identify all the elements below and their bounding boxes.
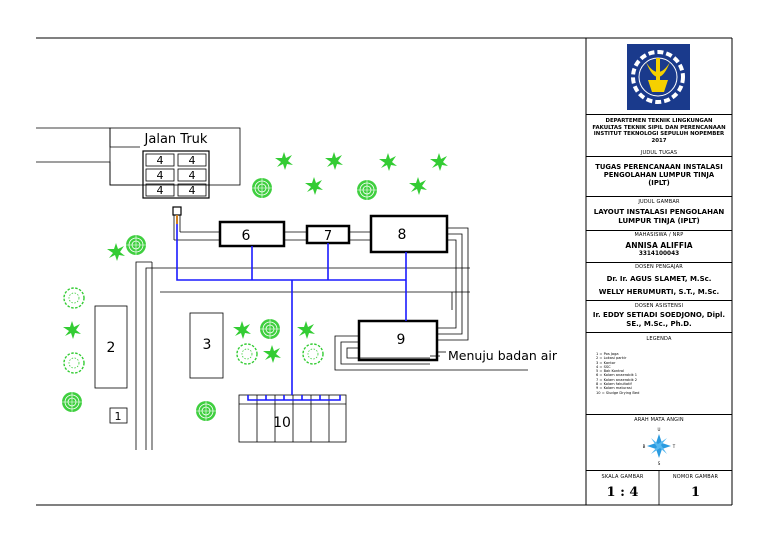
legend-item: 1 = Pos Jaga (596, 352, 619, 356)
outlet-label: Menuju badan air (448, 348, 558, 363)
process-piping (135, 227, 528, 450)
compass-icon: U S T B (643, 427, 676, 466)
tb-line (586, 332, 732, 333)
legend-item: 7 = Kolam anaerobik 2 (596, 377, 638, 382)
unit-10-sludge-drying-bed (238, 394, 347, 443)
task-title-header: JUDUL TUGAS (640, 150, 678, 156)
wind-header: ARAH MATA ANGIN (634, 417, 684, 423)
truck-bays: 4 4 4 4 4 4 (142, 150, 210, 199)
truck-road-area (109, 127, 241, 186)
unit-9-label: 9 (397, 332, 406, 348)
lecturer-2: WELLY HERUMURTI, S.T., M.Sc. (598, 288, 720, 296)
lecturer-1: Dr. Ir. AGUS SLAMET, M.Sc. (606, 275, 712, 283)
unit-6-label: 6 (242, 228, 251, 244)
sheet-number-header: NOMOR GAMBAR (672, 474, 719, 480)
legend-item: 3 = Kantor (596, 360, 616, 365)
unit-1-guard-post (109, 407, 128, 424)
tb-line (586, 230, 732, 231)
tb-line (586, 470, 732, 471)
tb-line (586, 300, 732, 301)
unit-8-label: 8 (398, 227, 407, 243)
truck-bay-label: 4 (189, 184, 196, 197)
unit-6-anaerobic-pond-1 (218, 220, 286, 248)
legend-item: 8 = Kolam fakultatif (596, 382, 632, 387)
student-header: MAHASISWA / NRP (634, 232, 684, 238)
scale-value: 1 : 4 (606, 485, 639, 500)
legend-list: 1 = Pos Jaga 2 = Lokasi parkir 3 = Kanto… (596, 352, 639, 395)
unit-2-label: 2 (107, 340, 116, 356)
lecturer-header: DOSEN PENGAJAR (635, 264, 683, 270)
road-label: Jalan Truk (144, 132, 208, 147)
drawing-title-header: JUDUL GAMBAR (638, 199, 680, 205)
unit-3-label: 3 (203, 337, 212, 353)
legend-header: LEGENDA (646, 336, 672, 342)
legend-item: 5 = Bak Kontrol (596, 369, 625, 374)
control-box (172, 206, 182, 216)
unit-1-label: 1 (115, 410, 122, 423)
truck-bay-label: 4 (157, 169, 164, 182)
sheet-number-value: 1 (690, 485, 701, 500)
task-title: TUGAS PERENCANAAN INSTALASI PENGOLAHAN L… (595, 163, 723, 187)
unit-9-maturation-pond (357, 319, 439, 362)
truck-bay-label: 4 (157, 184, 164, 197)
institution-text: DEPARTEMEN TEKNIK LINGKUNGAN FAKULTAS TE… (592, 118, 726, 144)
tb-line (586, 262, 732, 263)
student-nrp: 3314100043 (638, 251, 680, 257)
truck-bay-label: 4 (157, 154, 164, 167)
truck-bay-label: 4 (189, 169, 196, 182)
legend-item: 9 = Kolam maturasi (596, 386, 632, 391)
sludge-pipes (176, 224, 407, 401)
legend-item: 2 = Lokasi parkir (596, 356, 627, 361)
truck-road-bottom (36, 161, 140, 186)
tb-line (586, 114, 732, 115)
unit-8-facultative-pond (369, 214, 449, 254)
svg-text:T: T (672, 444, 676, 449)
unit-2-parking (94, 305, 128, 389)
student-name: ANNISA ALIFFIA (625, 241, 693, 250)
unit-7-label: 7 (324, 229, 332, 244)
trees (61, 152, 448, 422)
svg-text:S: S (658, 461, 661, 466)
unit-10-label: 10 (273, 415, 291, 431)
legend-item: 6 = Kolam anaerobik 1 (596, 373, 638, 378)
its-logo (627, 44, 690, 110)
tb-line (586, 196, 732, 197)
truck-road-top (36, 127, 140, 148)
tb-line (586, 414, 732, 415)
tb-line (586, 156, 732, 157)
legend-item: 4 = SSC (596, 364, 611, 369)
assistant-header: DOSEN ASISTENSI (634, 303, 684, 309)
drawing-title: LAYOUT INSTALASI PENGOLAHAN LUMPUR TINJA… (593, 208, 725, 225)
truck-bay-label: 4 (189, 154, 196, 167)
svg-text:U: U (658, 427, 661, 432)
scale-header: SKALA GAMBAR (601, 474, 644, 480)
svg-text:B: B (643, 444, 646, 449)
assistant-name: Ir. EDDY SETIADI SOEDJONO, Dipl. SE., M.… (592, 311, 726, 328)
legend-item: 10 = Sludge Drying Bed (596, 390, 640, 395)
unit-3-office (189, 312, 224, 379)
